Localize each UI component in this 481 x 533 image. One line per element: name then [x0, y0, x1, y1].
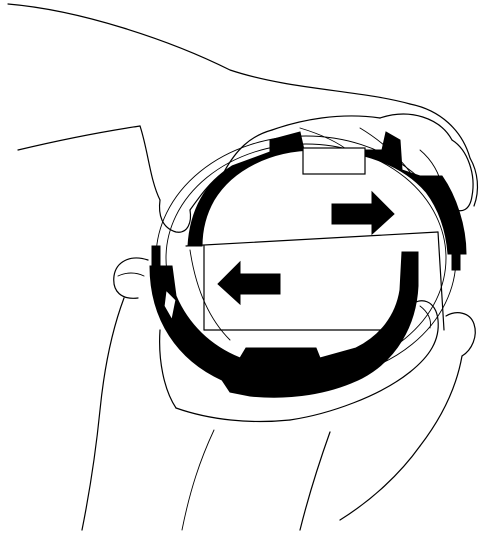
arrow-right-icon	[332, 192, 394, 234]
lower-bayonet-ring	[150, 246, 418, 397]
arrow-left-icon	[218, 262, 280, 304]
upper-hand	[8, 4, 477, 232]
